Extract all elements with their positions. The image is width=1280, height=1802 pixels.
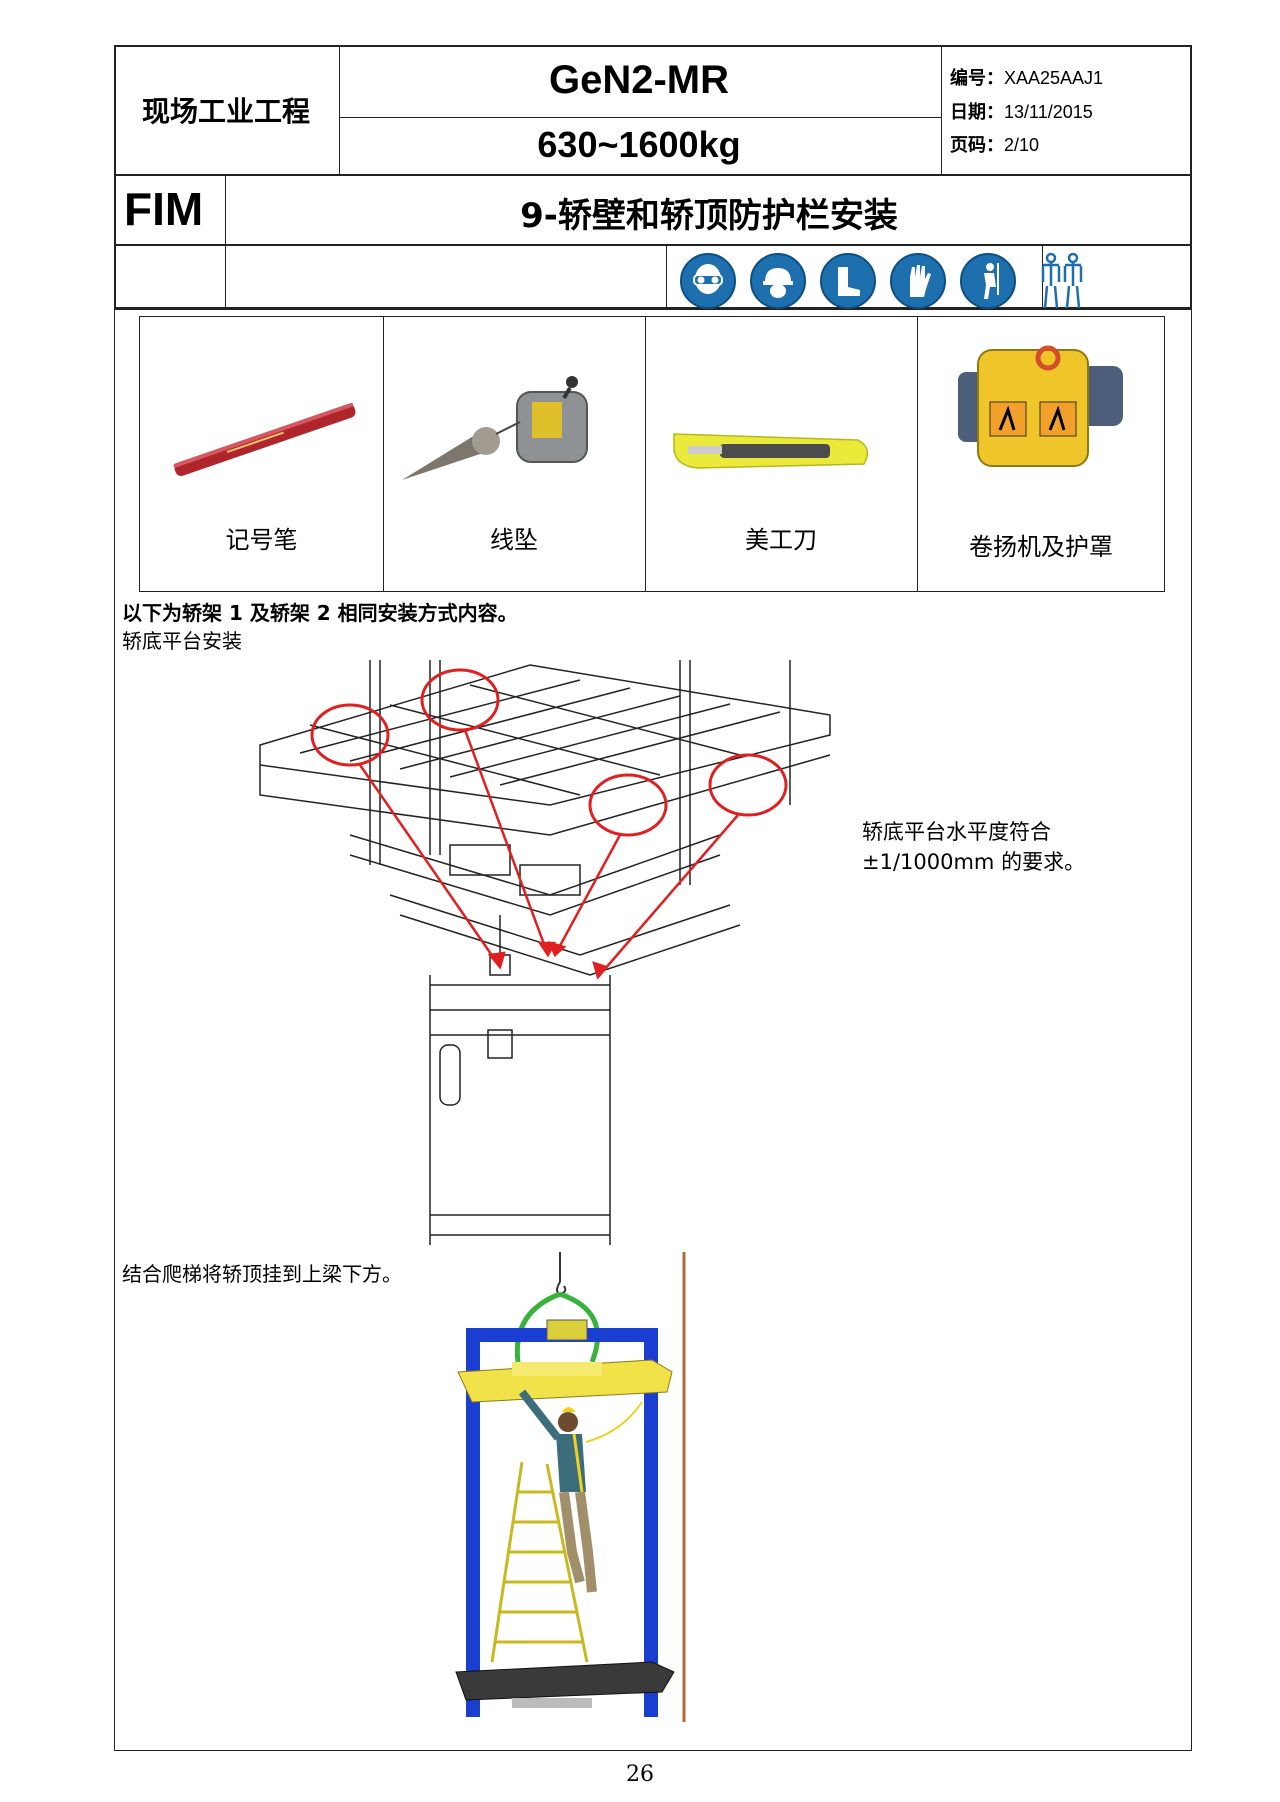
fim-label: FIM (124, 183, 204, 235)
content-frame (114, 309, 1192, 1751)
hoist-winch-image (948, 338, 1138, 478)
subheading-platform: 轿底平台安装 (122, 629, 242, 653)
doc-page: 页码：2/10 (950, 135, 1040, 156)
company-name: 现场工业工程 (141, 95, 310, 128)
tools-table (139, 316, 1165, 592)
tool-label-plumb-bob: 线坠 (490, 526, 538, 554)
level-note-line1: 轿底平台水平度符合 (862, 820, 1051, 844)
two-persons-icon (1033, 250, 1091, 310)
marker-pen-image (165, 395, 365, 485)
helmet-icon (750, 253, 806, 309)
level-note-line2: ±1/1000mm 的要求。 (862, 850, 1086, 874)
platform-install-diagram (250, 655, 850, 1255)
goggles-icon (680, 253, 736, 309)
model-name: GeN2-MR (548, 58, 730, 102)
tool-label-marker: 记号笔 (225, 526, 298, 554)
tool-label-hoist: 卷扬机及护罩 (969, 533, 1113, 561)
doc-date: 日期：13/11/2015 (950, 102, 1093, 123)
intro-text: 以下为轿架 1 及轿架 2 相同安装方式内容。 (122, 601, 518, 625)
plumb-bob-image (392, 370, 602, 490)
harness-icon (960, 253, 1016, 309)
car-roof-hanging-diagram (452, 1252, 692, 1722)
tool-label-knife: 美工刀 (745, 526, 817, 554)
step2-text: 结合爬梯将轿顶挂到上梁下方。 (122, 1262, 402, 1286)
page-number: 26 (626, 1762, 654, 1787)
load-range: 630~1600kg (537, 124, 741, 165)
utility-knife-image (668, 420, 878, 480)
section-title: 9-轿壁和轿顶防护栏安装 (520, 196, 898, 236)
doc-number: 编号：XAA25AAJ1 (950, 68, 1104, 89)
gloves-icon (890, 253, 946, 309)
safety-boots-icon (820, 253, 876, 309)
